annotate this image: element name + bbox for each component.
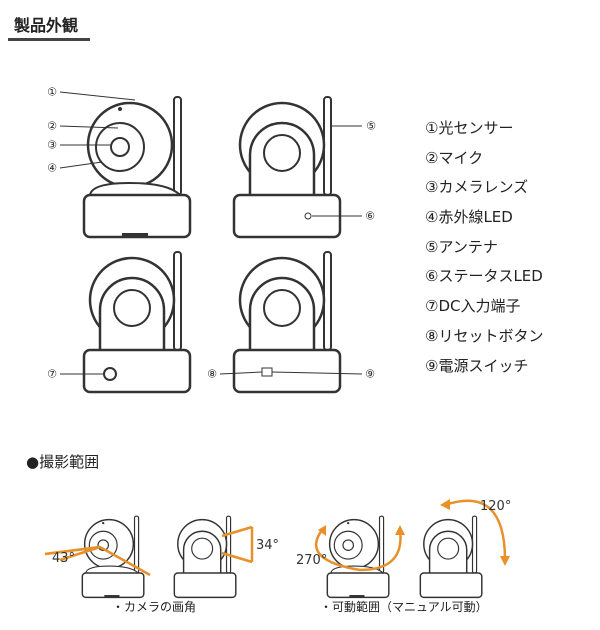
callout-3: ③: [47, 139, 57, 152]
part-item: ①光センサー: [425, 119, 514, 137]
view-angle-caption: ・カメラの画角: [112, 600, 197, 614]
title-underline: [8, 38, 90, 41]
part-item: ⑦DC入力端子: [425, 297, 521, 316]
camera-back-view: [82, 250, 192, 394]
part-item: ⑥ステータスLED: [425, 267, 543, 286]
page-title: 製品外観: [14, 16, 79, 35]
part-item: ④赤外線LED: [425, 208, 513, 227]
callout-6: ⑥: [365, 210, 375, 223]
range-camera-3: [326, 515, 390, 599]
angle-markers: [44, 499, 507, 577]
callout-5: ⑤: [366, 120, 376, 133]
callout-9: ⑨: [365, 368, 375, 381]
part-item: ②マイク: [425, 148, 484, 167]
part-item: ③カメラレンズ: [425, 178, 529, 197]
range-camera-4: [419, 515, 483, 599]
arrow-heads: [318, 499, 510, 566]
vertical-angle: 34°: [256, 538, 279, 553]
camera-front-view: [82, 95, 192, 240]
callout-8: ⑧: [207, 368, 217, 381]
range-camera-2: [173, 515, 237, 599]
tilt-range: 120°: [480, 499, 511, 514]
shooting-range-heading: ●撮影範囲: [26, 453, 100, 471]
horizontal-angle: 43°: [52, 551, 75, 566]
camera-rear-view: [232, 250, 342, 394]
part-item: ⑨電源スイッチ: [425, 356, 529, 375]
part-item: ⑤アンテナ: [425, 237, 498, 256]
movable-range-caption: ・可動範囲（マニュアル可動）: [320, 600, 488, 614]
callout-numbers: ① ② ③ ④ ⑤ ⑥ ⑦ ⑧ ⑨: [47, 86, 376, 381]
leader-lines: [59, 91, 363, 375]
callout-1: ①: [47, 86, 57, 99]
callout-2: ②: [47, 120, 57, 133]
parts-list: ①光センサー ②マイク ③カメラレンズ ④赤外線LED ⑤アンテナ ⑥ステータス…: [425, 118, 543, 385]
part-item: ⑧リセットボタン: [425, 326, 544, 345]
pan-range: 270°: [296, 553, 327, 568]
range-camera-1: [81, 515, 145, 599]
camera-side-view: [232, 95, 342, 239]
callout-7: ⑦: [47, 368, 57, 381]
callout-4: ④: [47, 162, 57, 175]
